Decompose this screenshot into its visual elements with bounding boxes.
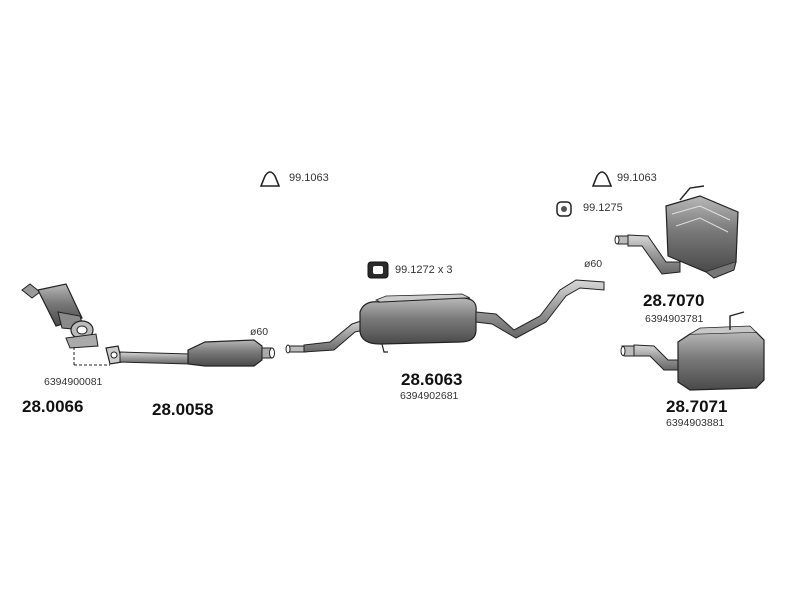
front-pipe-part-number: 28.0058	[152, 400, 214, 419]
front-catalyst-part-number: 28.0066	[22, 397, 84, 416]
rear-silencer-a-part-number: 28.7070	[643, 291, 705, 310]
center-silencer-oem: 6394902681	[400, 390, 459, 402]
rear-silencer-a-drawing	[614, 185, 739, 279]
rear-silencer-a-oem: 6394903781	[645, 313, 704, 325]
rear-silencer-b-oem: 6394903881	[666, 417, 725, 429]
clamp-icon	[591, 171, 613, 187]
rear-silencer-b-drawing	[620, 311, 765, 391]
rubber-hanger-icon	[367, 261, 389, 279]
front-catalyst-oem: 6394900081	[44, 376, 103, 388]
rubber-hanger-label: 99.1272 x 3	[395, 264, 453, 276]
hanger-ring-label: 99.1275	[583, 202, 623, 214]
front-catalyst-drawing	[21, 283, 110, 366]
front-pipe-drawing	[105, 339, 275, 367]
clamp-icon	[259, 171, 281, 187]
rear-silencer-b-part-number: 28.7071	[666, 397, 728, 416]
center-silencer-part-number: 28.6063	[401, 370, 463, 389]
center-silencer-drawing	[285, 279, 605, 354]
clamp-label: 99.1063	[289, 172, 329, 184]
clamp-label: 99.1063	[617, 172, 657, 184]
center-silencer-diameter: ø60	[584, 258, 603, 270]
hanger-ring-icon	[556, 201, 572, 217]
front-pipe-diameter: ø60	[250, 326, 269, 338]
